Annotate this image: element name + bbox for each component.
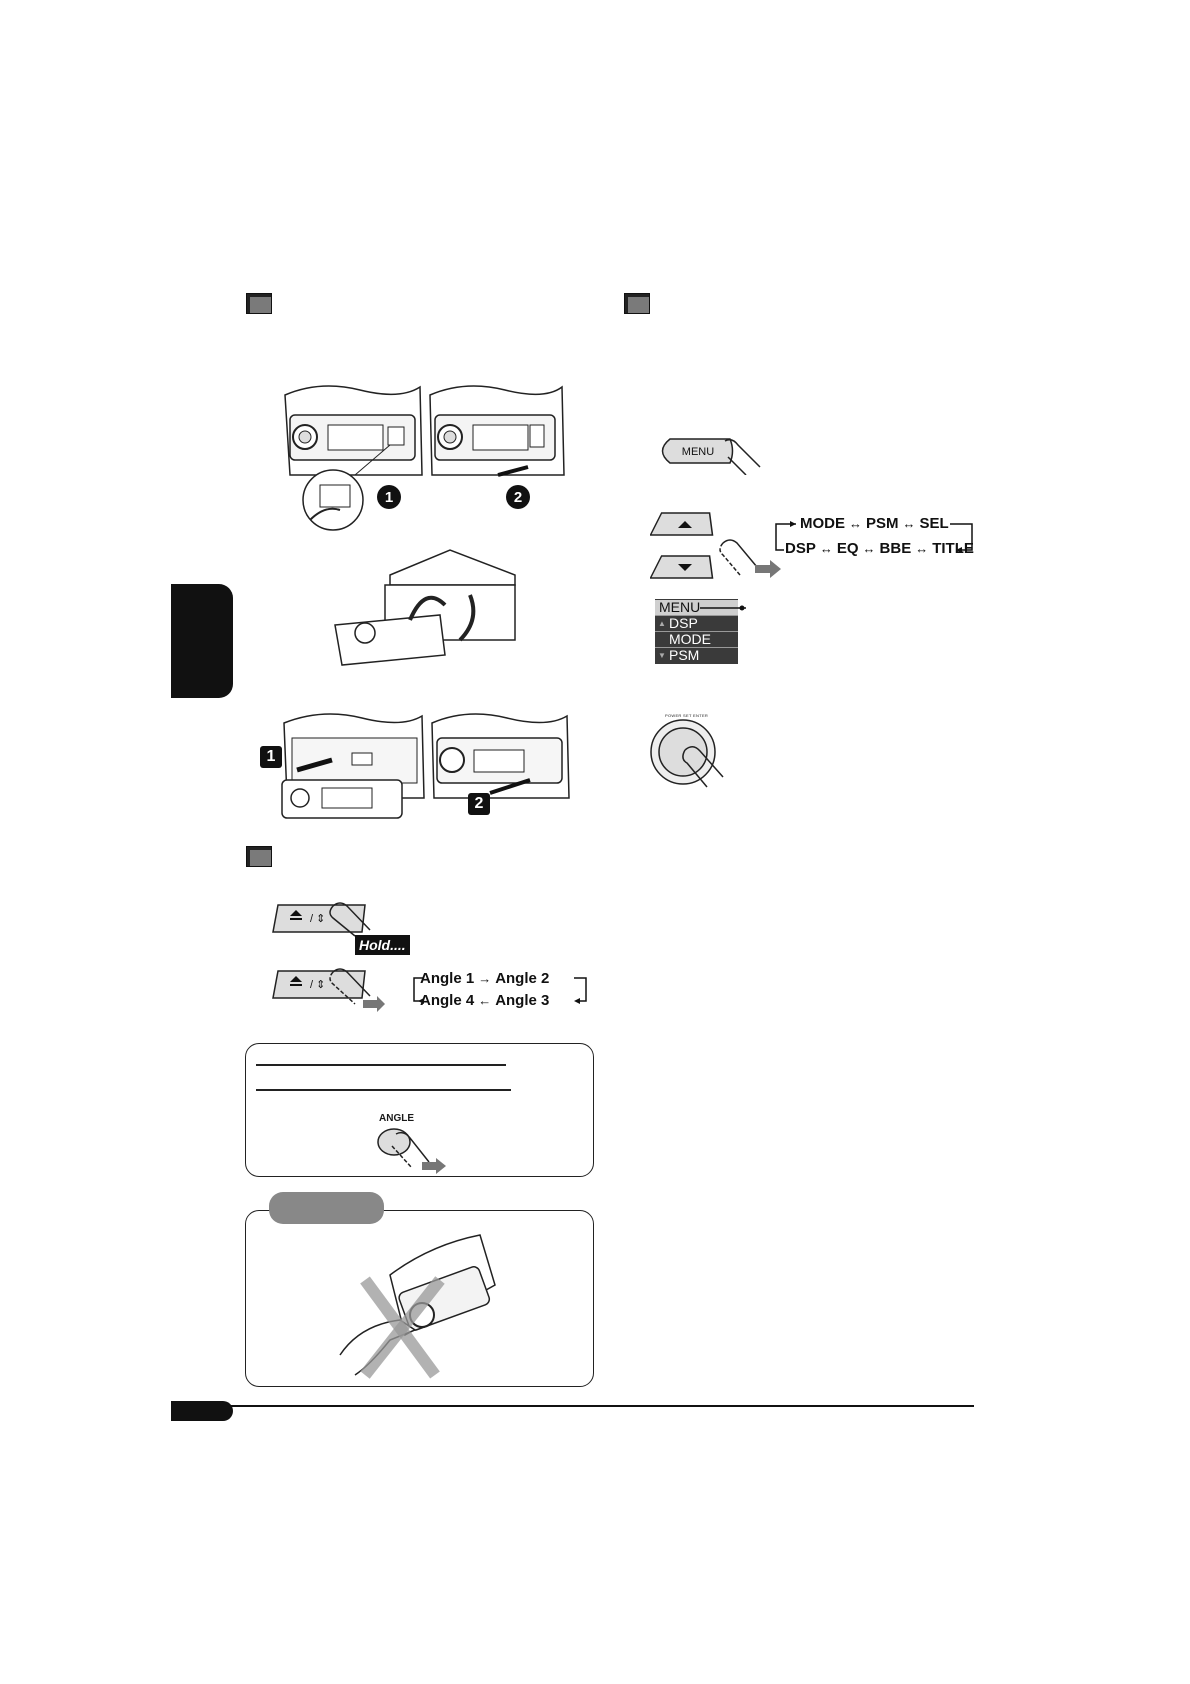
mode-label: MODE [800,515,845,532]
knob-label: POWER SET ENTER [665,713,709,718]
section-marker-icon [624,293,650,314]
lcd-item-psm: ▼PSM [655,647,738,663]
angle-1-label: Angle 1 [420,970,475,987]
svg-text:1: 1 [385,489,393,506]
menu-button-label: MENU [682,446,714,458]
down-button[interactable] [650,553,720,583]
angle-flow-top: Angle 1 → Angle 2 [420,970,550,987]
lcd-item-mode: MODE [655,631,738,647]
hand-press-icon [329,968,385,1012]
menu-loop-bracket [775,521,973,553]
menu-flow-top: MODE ↔ PSM ↔ SEL [800,515,949,532]
blank-line [256,1064,506,1066]
svg-text:2: 2 [514,489,522,506]
angle-3-label: Angle 3 [495,992,550,1009]
angle-remote-button[interactable] [374,1124,454,1174]
menu-lcd-display: MENU ▲DSP MODE ▼PSM [655,599,738,664]
language-side-tab [171,584,233,698]
angle-loop-bracket [413,977,587,1004]
step-number-1-icon: 1 [377,485,401,509]
hand-press-icon [719,539,781,578]
title-label: TITLE [932,540,974,557]
footer-rule [171,1405,974,1407]
caution-tab [269,1192,384,1224]
angle-button-label: ANGLE [379,1113,414,1124]
power-select-knob[interactable] [645,715,735,795]
eq-label: EQ [836,540,859,557]
menu-flow-bottom: DSP ↔ EQ ↔ BBE ↔ TITLE [785,540,974,557]
menu-button[interactable]: MENU [650,435,770,475]
angle-2-label: Angle 2 [495,970,550,987]
svg-text:/ ⇕: / ⇕ [310,979,325,991]
remote-control-box: ANGLE [245,1043,594,1177]
detach-panel-illustration [284,385,565,531]
lcd-header: MENU [655,600,738,615]
section-marker-icon [246,846,272,867]
step-number-1-square: 1 [260,746,282,768]
hold-label: Hold.... [355,935,410,955]
angle-flow-bottom: Angle 4 ← Angle 3 [420,992,550,1009]
lcd-item-dsp: ▲DSP [655,615,738,631]
up-button[interactable] [650,510,720,540]
no-hand-illustration [339,1234,496,1379]
section-marker-icon [246,293,272,314]
sel-label: SEL [919,515,949,532]
step-number-2-icon: 2 [506,485,530,509]
dsp-label: DSP [785,540,816,557]
step-number-2-square: 2 [468,793,490,815]
lcd-pointer-line [700,605,746,611]
attach-panel-illustration [281,713,570,819]
psm-label: PSM [866,515,899,532]
hand-press-icon [329,902,371,937]
blank-line [256,1089,511,1091]
page-number-pill [171,1401,233,1421]
bbe-label: BBE [879,540,912,557]
angle-4-label: Angle 4 [420,992,475,1009]
carrying-case-illustration [334,549,516,666]
svg-text:/ ⇕: / ⇕ [310,913,325,925]
